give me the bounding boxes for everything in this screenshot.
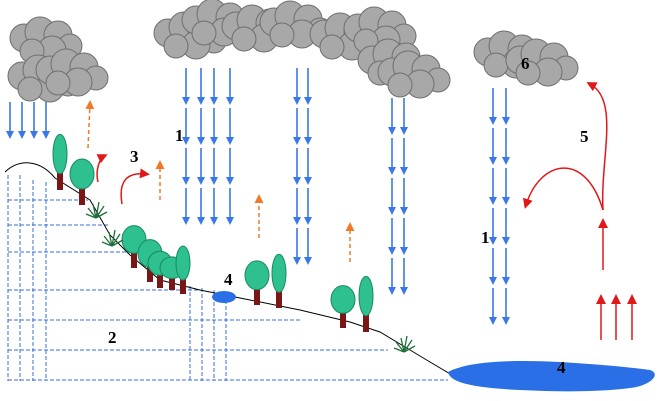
- label-groundwater: 2: [108, 328, 117, 347]
- label-transpiration: 3: [130, 147, 139, 166]
- tree: [69, 158, 95, 205]
- tree-canopy: [69, 158, 95, 190]
- tree-canopy: [358, 275, 374, 317]
- lake: [448, 361, 655, 392]
- cloud-left: [7, 16, 109, 103]
- transpiration-curve-arrow: [120, 168, 150, 205]
- label-cloud: 6: [521, 54, 530, 73]
- precipitation-arrows: [6, 68, 510, 325]
- tree: [175, 245, 191, 294]
- tree-trunk: [131, 248, 137, 268]
- tree-trunk: [254, 284, 260, 305]
- tree: [244, 260, 270, 305]
- label-surface-water-pond: 4: [224, 270, 233, 289]
- tree-trunk: [157, 271, 163, 288]
- tree: [330, 285, 356, 328]
- transpiration-arrows: [85, 100, 355, 262]
- grass-tufts: [85, 201, 416, 353]
- grass-tuft: [101, 229, 124, 247]
- tree-canopy: [244, 260, 270, 291]
- grass-tuft: [393, 335, 416, 353]
- tree-trunk: [79, 184, 85, 205]
- clouds: [7, 0, 579, 103]
- grass-tuft: [85, 201, 108, 219]
- tree-trunk: [169, 274, 175, 290]
- tree-canopy: [330, 285, 356, 314]
- tree: [52, 133, 68, 190]
- tree-trunk: [180, 273, 186, 294]
- surface-water: [212, 291, 655, 392]
- trees: [52, 133, 374, 332]
- tree-trunk: [340, 308, 346, 328]
- evaporation-arrows: [96, 82, 637, 340]
- label-precipitation-right: 1: [481, 228, 490, 247]
- label-circulation: 5: [580, 127, 589, 146]
- ground-surface: [4, 162, 501, 379]
- transpiration-curve-arrow: [96, 154, 108, 183]
- tree-canopy: [175, 245, 191, 281]
- tree-canopy: [271, 253, 287, 293]
- label-precipitation-left: 1: [175, 126, 184, 145]
- label-surface-water-lake: 4: [557, 358, 566, 377]
- circulation-arrow: [523, 167, 604, 211]
- tree-trunk: [276, 284, 282, 308]
- transpiration-arrow: [85, 100, 95, 149]
- tree-trunk: [363, 307, 369, 332]
- circulation-arrow: [586, 82, 608, 211]
- cloud-right-middle: [357, 38, 451, 99]
- pond: [212, 291, 236, 303]
- tree-trunk: [147, 262, 153, 282]
- groundwater-lines: [7, 175, 448, 381]
- tree: [271, 253, 287, 308]
- tree-canopy: [52, 133, 68, 175]
- tree-trunk: [57, 165, 63, 190]
- tree: [358, 275, 374, 332]
